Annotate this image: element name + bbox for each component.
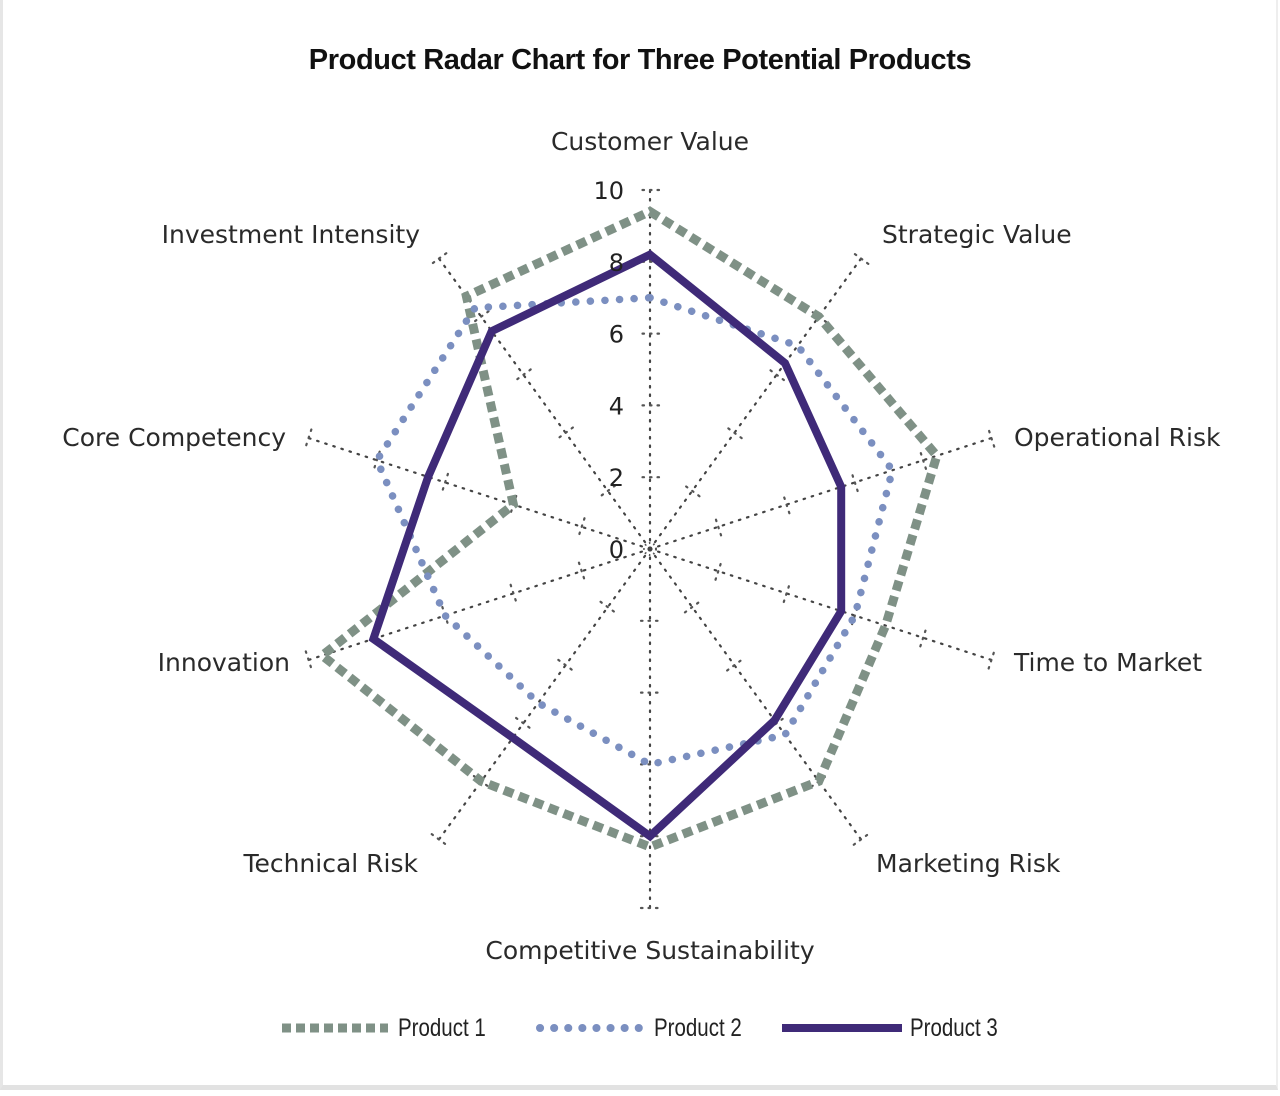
axis-label-operational-risk: Operational Risk (1014, 423, 1221, 452)
spoke-6 (437, 547, 652, 841)
chart-title: Product Radar Chart for Three Potential … (308, 44, 972, 76)
axis-label-technical-risk: Technical Risk (242, 849, 418, 878)
spoke-7 (307, 547, 652, 662)
axis-label-customer-value: Customer Value (551, 127, 749, 156)
radial-tick-label: 8 (609, 249, 624, 277)
legend-item-product-1: Product 1 (280, 1008, 505, 1048)
legend: Product 1 Product 2 Product 3 (0, 1008, 1280, 1048)
radial-tick-labels: 0 2 4 6 8 10 (593, 177, 624, 564)
axis-label-innovation: Innovation (158, 648, 290, 677)
radial-tick-label: 10 (593, 177, 624, 205)
legend-item-product-2: Product 2 (534, 1008, 761, 1048)
axis-label-strategic-value: Strategic Value (882, 220, 1072, 249)
legend-swatch-solid (782, 1024, 902, 1032)
legend-swatch-square-dotted (282, 1023, 388, 1033)
spoke-3 (648, 547, 993, 662)
axis-label-investment-intensity: Investment Intensity (162, 220, 421, 249)
center-marker (643, 542, 657, 556)
legend-label: Product 2 (654, 1013, 742, 1042)
legend-label: Product 3 (910, 1013, 998, 1042)
spoke-4 (648, 547, 863, 841)
spoke-1 (648, 257, 863, 551)
legend-swatch-round-dotted (536, 1024, 646, 1032)
axis-label-time-to-market: Time to Market (1013, 648, 1202, 677)
series-product-3 (368, 249, 846, 842)
series-product-2 (373, 293, 897, 769)
spoke-8 (307, 436, 652, 551)
radial-tick-label: 4 (609, 392, 624, 420)
series-product-1 (314, 206, 942, 852)
legend-item-product-3: Product 3 (782, 1008, 1017, 1048)
spoke-2 (648, 436, 993, 551)
axis-label-marketing-risk: Marketing Risk (876, 849, 1061, 878)
radial-tick-label: 0 (609, 536, 624, 564)
radar-series (314, 206, 942, 852)
axis-label-core-competency: Core Competency (62, 423, 286, 452)
radial-tick-label: 6 (609, 321, 624, 349)
legend-label: Product 1 (398, 1013, 486, 1042)
axis-label-competitive-sustainability: Competitive Sustainability (485, 936, 814, 965)
radial-tick-label: 2 (609, 464, 624, 492)
